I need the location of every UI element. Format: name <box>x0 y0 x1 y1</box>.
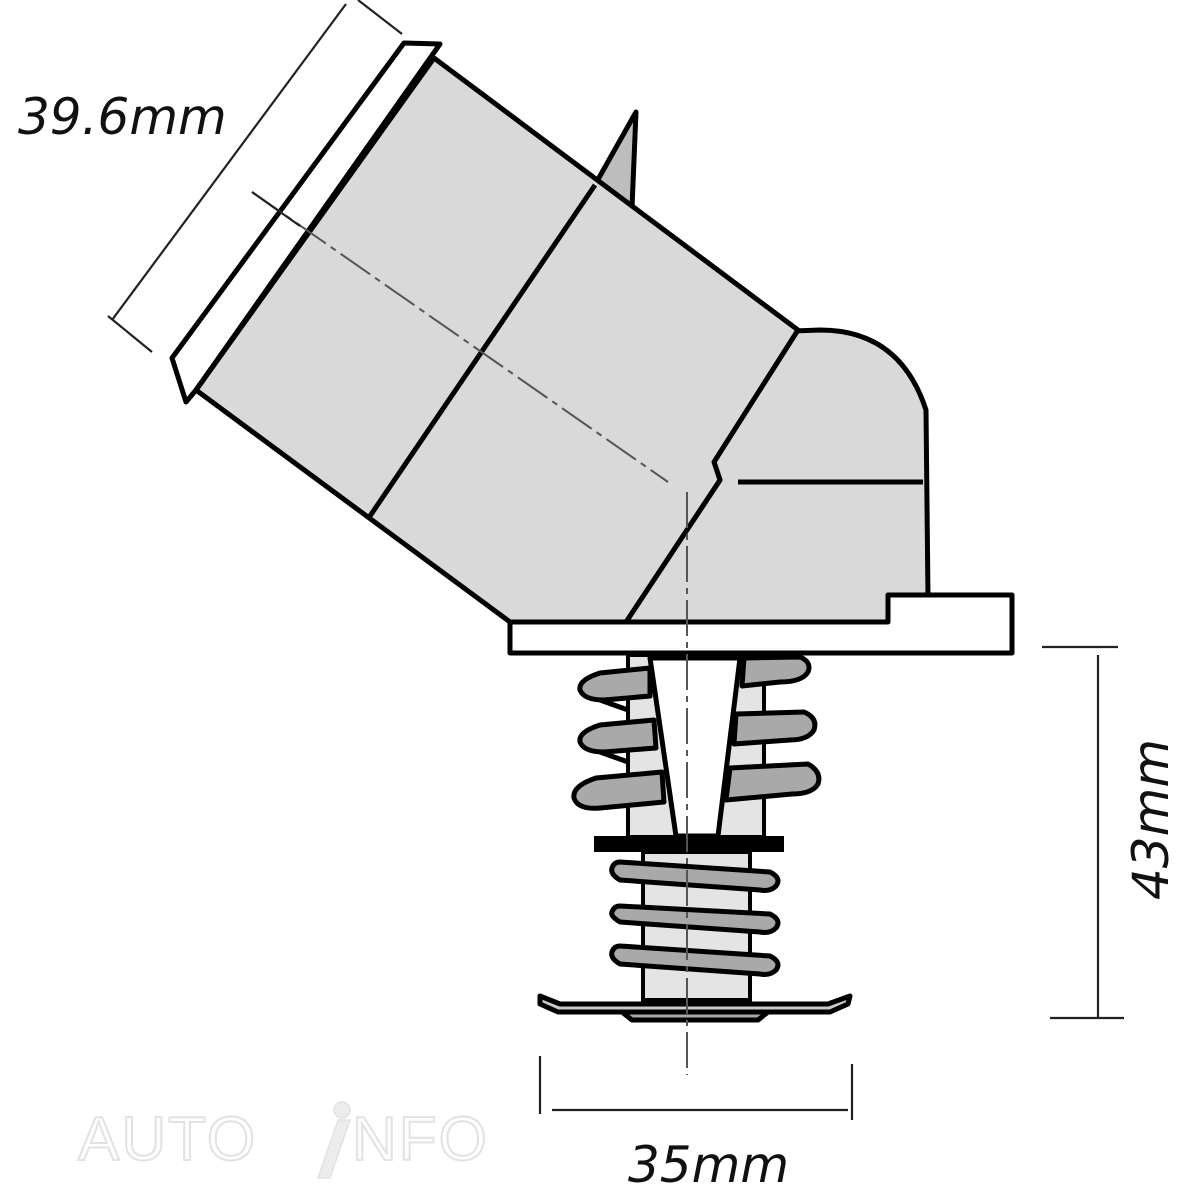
autoinfo-watermark: AUTO NFO <box>77 1101 489 1179</box>
bottom-valve-cap <box>619 1009 771 1023</box>
inlet-flange-lip <box>169 40 443 405</box>
watermark-text-right: NFO <box>352 1105 489 1174</box>
spring-seat-bar <box>594 836 784 852</box>
dimension-label-height: 43mm <box>1122 739 1180 900</box>
dimension-inlet-diameter: 39.6mm <box>18 0 403 353</box>
inlet-pipe-body <box>193 55 801 625</box>
dimension-width: 35mm <box>538 1056 854 1194</box>
lower-spring <box>609 859 781 977</box>
base-flange-plate <box>507 592 1015 656</box>
dimension-label-inlet-diameter: 39.6mm <box>18 88 227 146</box>
bottom-valve-disc <box>537 993 853 1015</box>
inlet-flange-inner-edge <box>193 58 435 392</box>
watermark-i-icon <box>316 1101 352 1179</box>
pipe-segment-line-1 <box>367 183 598 518</box>
upper-spring <box>571 654 822 811</box>
dimension-label-width: 35mm <box>628 1136 789 1194</box>
dimension-height: 43mm <box>1042 645 1180 1020</box>
pipe-center-line <box>251 191 669 483</box>
watermark-text-left: AUTO <box>78 1105 257 1174</box>
